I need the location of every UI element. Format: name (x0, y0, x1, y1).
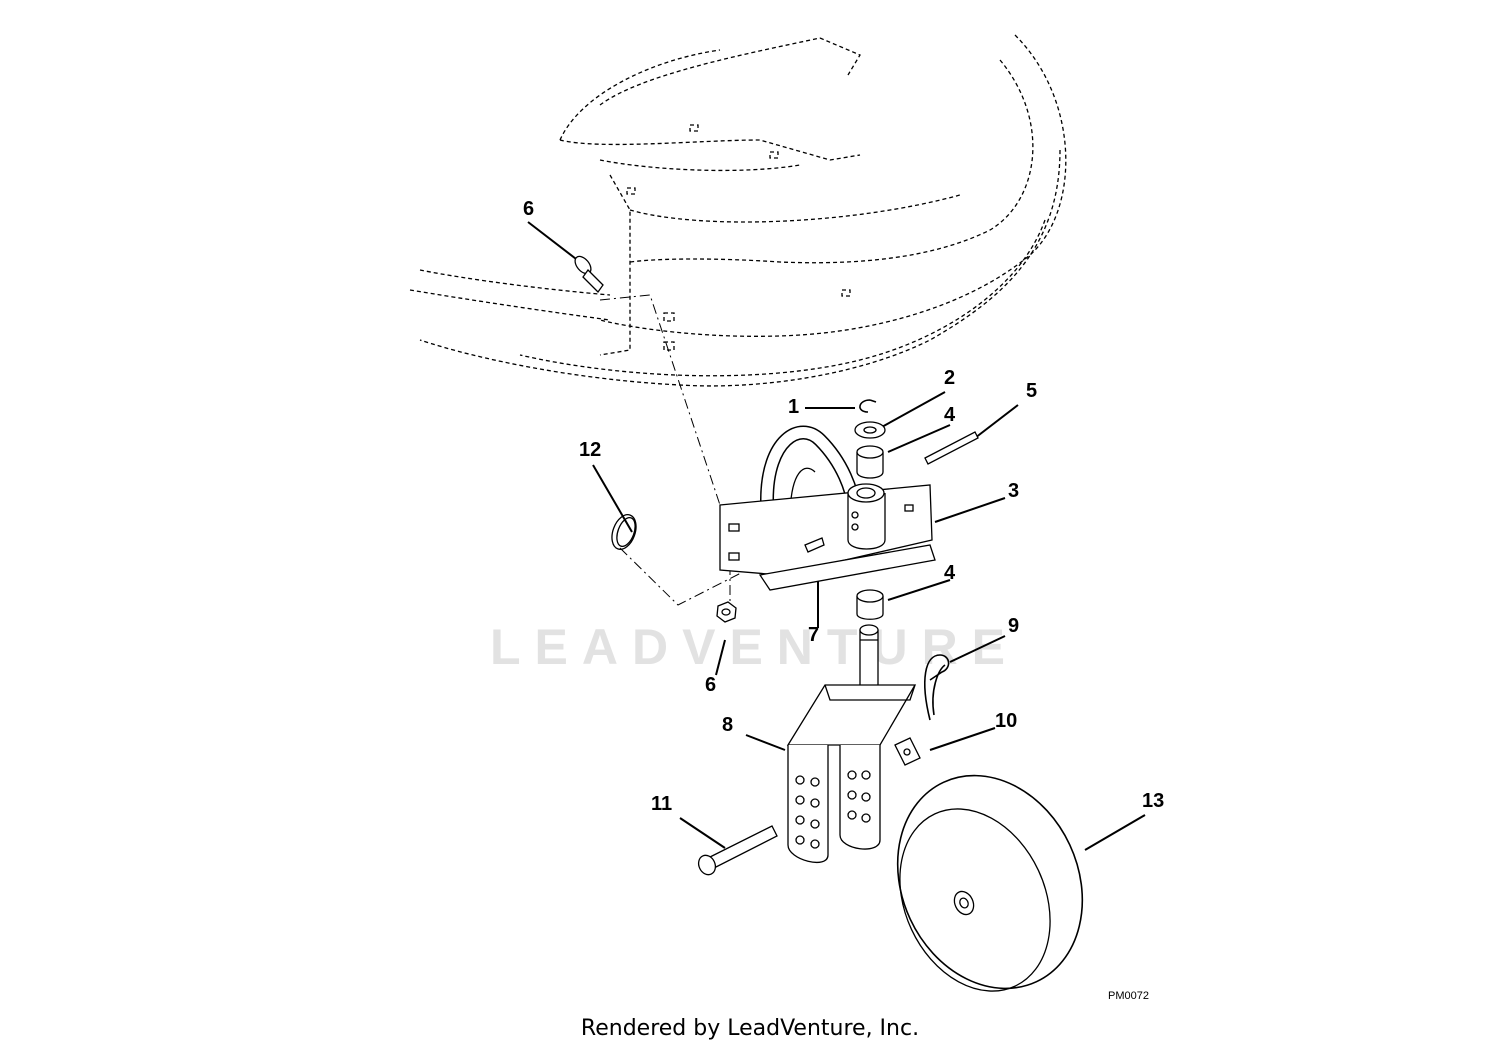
callout-11: 10 (995, 710, 1018, 732)
callout-14: 13 (1142, 790, 1165, 812)
part-7-nut (716, 601, 737, 623)
callout-12: 11 (651, 793, 673, 815)
part-8-bolt (804, 537, 825, 553)
callout-8: 7 (808, 624, 820, 646)
callout-7: 6 (705, 674, 717, 696)
callout-2: 2 (944, 367, 956, 389)
footer-credit: Rendered by LeadVenture, Inc. (580, 1016, 920, 1041)
part-9-caster-yoke (786, 624, 917, 864)
part-6-bolt (574, 255, 604, 294)
watermark: LEADVENTURE (490, 619, 1020, 675)
callout-4-lower: 4 (944, 562, 956, 584)
drawing-id: PM0072 (1108, 990, 1149, 1002)
callout-10: 9 (1008, 615, 1020, 637)
part-12-pin (697, 825, 778, 876)
callout-3: 3 (1008, 480, 1020, 502)
callout-9: 8 (722, 714, 734, 736)
part-4-bushing-upper (856, 445, 884, 479)
yoke-holes (795, 770, 871, 849)
part-1-e-clip (859, 399, 877, 413)
part-13-ring (611, 514, 637, 550)
callout-1: 1 (788, 396, 800, 418)
mower-deck (409, 34, 1067, 387)
callout-4-upper: 4 (944, 404, 956, 426)
part-11-clip (894, 737, 921, 766)
callout-5: 5 (1026, 380, 1038, 402)
alignment-lines (599, 294, 856, 610)
callout-6: 6 (523, 198, 535, 220)
part-10-hairpin (924, 654, 950, 721)
part-4-bushing-lower (856, 589, 884, 620)
part-14-wheel (896, 774, 1084, 992)
part-2-washer (854, 421, 886, 439)
callout-13: 12 (579, 439, 602, 461)
part-3-bracket (719, 425, 936, 591)
part-5-pin (924, 431, 979, 465)
